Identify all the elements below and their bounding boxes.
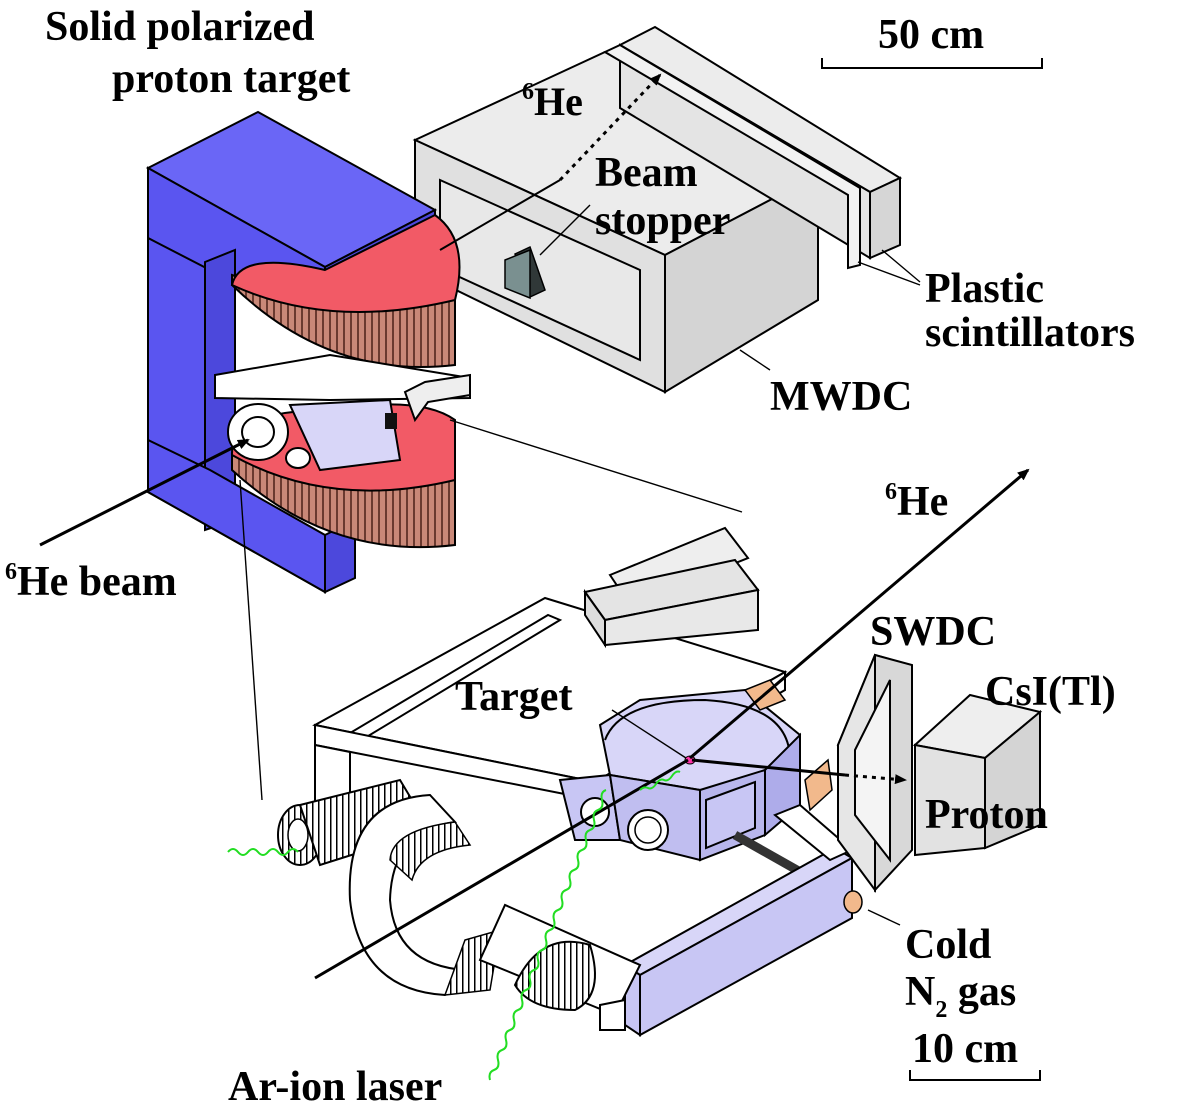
laser-port-ring [348,793,642,1031]
bottom-leg [599,998,626,1031]
he6-scattered-lower [689,468,1030,760]
swdc-detector [836,653,913,894]
chamber-panel [705,780,756,850]
n2-gas-text: gas [947,969,1016,1015]
laser-beam-inside [639,770,681,791]
label-beam-stopper-1: Beam [595,150,698,196]
c-ring-hatch [389,821,472,882]
n2-n: N [905,969,935,1015]
he6-right-text: He [897,479,948,525]
csi-detector [912,693,1043,857]
wedge-blocks-top [583,526,760,649]
label-he6-top: 6He [522,79,583,124]
he6-beam-text: He beam [17,559,177,605]
chamber-slab [214,353,471,402]
csi-side [984,709,1041,850]
zoom-line-left [239,479,263,801]
label-swdc: SWDC [870,609,996,655]
label-he6-beam: 6He beam [5,559,177,605]
wedge-top-face [604,588,759,647]
plastic-scintillators [602,25,921,286]
upper-coil-top [230,213,461,313]
rod-end [843,890,863,914]
copper-plate-right [804,758,833,812]
label-he6-right: 6He [885,479,948,525]
cold-gas-arrow [867,909,901,926]
chamber-window-2-inner [634,816,662,844]
label-n2-gas: N2 gas [905,969,1016,1023]
zoom-line-right [449,419,743,513]
chamber-plug [385,413,397,429]
swdc-frame [854,679,891,863]
label-scale-small: 10 cm [912,1026,1018,1072]
label-beam-stopper-2: stopper [595,198,730,244]
label-plastic-1: Plastic [925,266,1044,312]
laser-beam-left [227,848,299,856]
proton-track-dashed [844,773,907,785]
beam-stopper-front [504,248,531,300]
chamber-port-hole [241,416,275,448]
mwdc-leader [739,349,771,371]
cold-gas-line [623,803,901,1037]
he6-right-sup: 6 [885,479,897,505]
n2-sub: 2 [935,997,947,1023]
chamber-box [288,398,402,472]
upper-beam-line [439,179,561,251]
incident-beam-lower [314,758,689,980]
target-leader [611,709,687,759]
label-target: Target [455,674,572,720]
chamber-window-2 [627,809,669,851]
label-csi: CsI(Tl) [985,669,1116,715]
label-laser: Ar-ion laser [228,1064,442,1110]
scintillator-rear-side [869,176,901,260]
label-proton: Proton [925,792,1048,838]
he6-scattered-top [558,73,662,182]
mwdc-side-face [664,173,819,394]
laser-beam-lower [488,789,607,1081]
duct-inner [287,818,309,852]
label-solid-target-2: proton target [112,56,350,102]
label-plastic-2: scintillators [925,310,1135,356]
he6-beam-sup: 6 [5,559,17,585]
he6-beam-arrow [39,438,250,547]
label-scale-large: 50 cm [878,12,984,58]
label-mwdc: MWDC [770,374,912,420]
he6-top-text: He [534,79,583,124]
magnet-bottom-base [147,438,326,594]
label-cold: Cold [905,922,991,968]
beam-stopper [504,204,591,300]
chamber-clamp [403,373,471,423]
scale-bar-large [821,58,1043,69]
proton-track [691,758,846,777]
upper-coil [230,213,461,369]
scintillator-front [602,43,861,270]
stand-plate-face [639,856,853,1037]
chamber-knob [285,447,311,469]
he6-top-sup: 6 [522,79,534,105]
chamber-ring [604,698,791,761]
scale-bar-small [909,1070,1041,1081]
label-solid-target-1: Solid polarized [45,4,315,50]
mwdc-chamber [412,50,821,394]
